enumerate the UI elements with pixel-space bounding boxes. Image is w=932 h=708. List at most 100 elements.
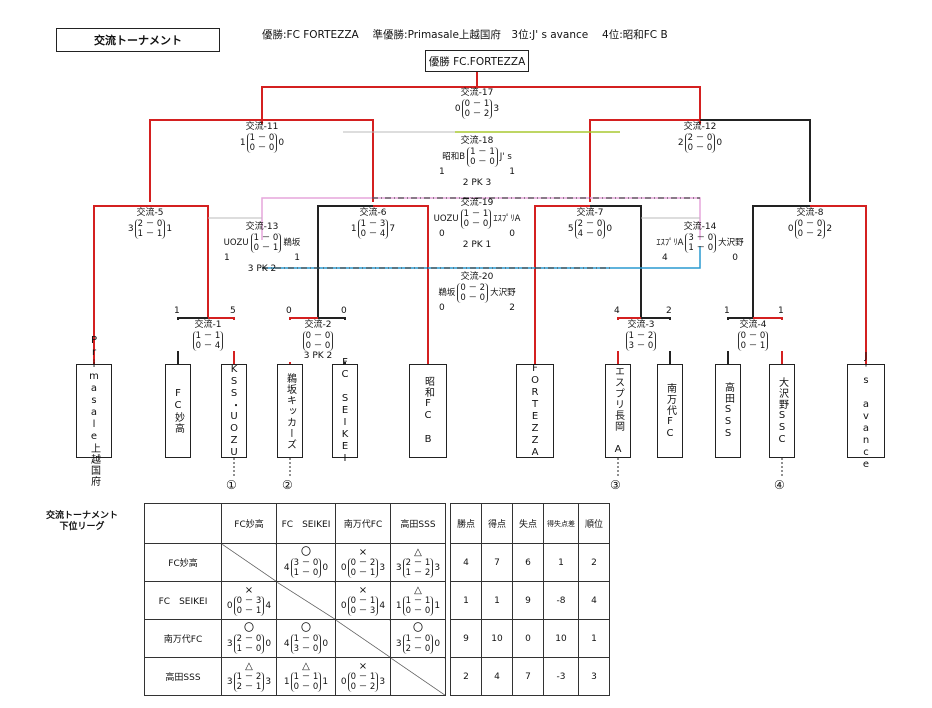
league-cell-mark: △ [245,661,253,672]
match-m6-row2: 0 － 4 [360,229,386,239]
team-box-4: FC SEIKEI [332,357,358,465]
league-header-row: FC妙高 FC SEIKEI 南万代FC 高田SSS 勝点 得点 失点 得失点差… [144,503,610,544]
match-m20-right: 2 [509,303,515,313]
league-stat: 7 [481,543,513,582]
match-m5-right: 1 [166,223,173,234]
team-box-9: 高田SSS [715,364,741,458]
match-m17-left: 0 [454,103,461,114]
league-cell-row1: 0 － 1 [350,596,376,606]
league-row-team: 高田SSS [144,657,222,696]
league-cell-row2: 0 － 2 [350,682,376,692]
league-cell-row1: 1 － 0 [405,634,431,644]
match-m11-right: 0 [278,137,285,148]
team-name-6: FORTEZZA [529,363,541,459]
match-m20-team2: 大沢野 [490,287,516,298]
league-cell-mark: △ [414,547,422,558]
league-cell-diagonal [390,657,446,696]
match-m7-name: 交流-7 [576,208,604,218]
league-cell-mark: × [358,661,368,672]
league-stat: 2 [450,657,482,696]
league-stat: 9 [512,581,544,620]
league-cell-mark: × [358,585,368,596]
circled-3: ③ [610,478,621,492]
league-stat: 9 [450,619,482,658]
match-m4-seed-left: 1 [724,306,730,316]
team-name-8: 南万代FC [664,382,676,440]
match-m5-name: 交流-5 [136,208,164,218]
match-m12-left: 2 [677,137,684,148]
team-name-4: FC SEIKEI [339,357,351,465]
match-m8-row1: 0 － 0 [797,219,823,229]
qf7-left-line [534,205,590,364]
league-cell-left: 3 [226,639,233,649]
league-cell-mark: 〇 [301,547,311,558]
match-m20-team1: 鵜坂 [438,287,456,298]
match-m13-row2: 0 － 1 [253,243,279,253]
match-m17-right: 3 [493,103,500,114]
match-m13-row1: 1 － 0 [253,233,279,243]
match-m3-seed-right: 2 [666,306,672,316]
league-cell-row2: 3 － 0 [293,644,319,654]
match-m6-right: 7 [389,223,396,234]
league-header: FC SEIKEI [276,503,336,544]
league-cell-mark: 〇 [413,623,423,634]
team-name-11: J's avance [860,351,872,471]
team-name-10: 大沢野SSC [776,376,788,446]
match-m5-row1: 2 － 0 [137,219,163,229]
team-box-1: FC妙高 [165,364,191,458]
league-stat: 1 [578,619,610,658]
match-m18-right: 1 [509,167,515,177]
league-row-team: FC SEIKEI [144,581,222,620]
final-right-line [477,86,701,124]
league-cell-right: 0 [434,639,441,649]
match-m19-pk: 2 PK 1 [462,240,492,250]
league-row-team: 南万代FC [144,619,222,658]
league-cell-left: 4 [283,639,290,649]
team-name-1: FC妙高 [172,388,184,434]
match-m1-row2: 0 － 4 [195,341,221,351]
match-m20-name: 交流-20 [460,272,494,282]
match-m20-left: 0 [439,303,445,313]
match-m6-name: 交流-6 [359,208,387,218]
league-header: 南万代FC [335,503,391,544]
league-row-team: FC妙高 [144,543,222,582]
league-cell-mark: △ [302,661,310,672]
league-cell-left: 3 [395,639,402,649]
semi11-left-line [149,119,262,202]
semi12-right-line [700,119,811,202]
league-stat: -3 [543,657,579,696]
league-cell-row2: 0 － 0 [405,606,431,616]
league-stat: 3 [578,657,610,696]
league-stat: 1 [450,581,482,620]
winner-box: 優勝 FC.FORTEZZA [425,50,529,72]
